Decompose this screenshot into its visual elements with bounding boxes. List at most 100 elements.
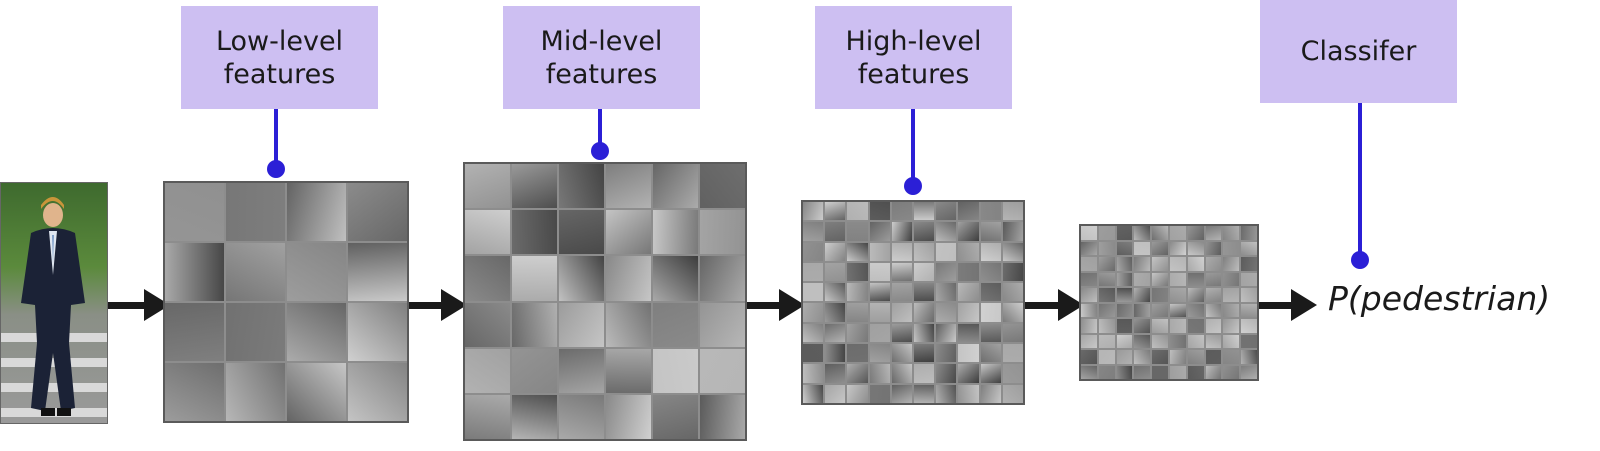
feature-map-tile bbox=[1134, 319, 1151, 333]
feature-map-tile bbox=[869, 202, 890, 221]
feature-map-tile bbox=[1205, 257, 1222, 271]
feature-map-tile bbox=[700, 164, 745, 209]
feature-map-tile bbox=[1187, 350, 1204, 364]
feature-map-tile bbox=[1081, 303, 1097, 317]
feature-map-tile bbox=[980, 202, 1001, 221]
feature-map-tile bbox=[1081, 257, 1097, 271]
feature-map-tile bbox=[287, 303, 346, 361]
feature-map-tile bbox=[958, 222, 979, 241]
feature-map-tile bbox=[606, 348, 651, 393]
feature-map-tile bbox=[936, 283, 957, 302]
feature-map-tile bbox=[1098, 365, 1115, 379]
feature-map-tile bbox=[1187, 257, 1204, 271]
feature-map-tile bbox=[287, 363, 346, 421]
classifier-connector bbox=[1358, 103, 1362, 256]
feature-map-tile bbox=[936, 222, 957, 241]
feature-map-tile bbox=[1187, 226, 1204, 240]
feature-map-tile bbox=[1081, 350, 1097, 364]
top-level-feature-maps bbox=[1079, 224, 1259, 381]
mid-level-features-label: Mid-level features bbox=[503, 6, 700, 109]
high-level-features-label: High-level features bbox=[815, 6, 1012, 109]
feature-map-tile bbox=[936, 242, 957, 261]
arrow-low-to-mid bbox=[409, 289, 467, 321]
feature-map-tile bbox=[1241, 257, 1257, 271]
feature-map-tile bbox=[891, 323, 912, 343]
feature-map-tile bbox=[803, 384, 824, 403]
feature-map-tile bbox=[1134, 365, 1151, 379]
feature-map-tile bbox=[803, 222, 824, 241]
feature-map-tile bbox=[512, 210, 557, 255]
feature-map-tile bbox=[1134, 257, 1151, 271]
feature-map-tile bbox=[1116, 241, 1133, 255]
feature-map-tile bbox=[606, 164, 651, 209]
feature-map-tile bbox=[891, 262, 912, 282]
feature-map-tile bbox=[958, 323, 979, 343]
feature-map-tile bbox=[1002, 222, 1023, 241]
feature-map-tile bbox=[914, 364, 935, 383]
feature-map-tile bbox=[348, 183, 407, 241]
feature-map-tile bbox=[847, 344, 868, 363]
feature-map-tile bbox=[1002, 202, 1023, 221]
mid-level-label-line1: Mid-level bbox=[540, 25, 663, 57]
feature-map-tile bbox=[1170, 257, 1186, 271]
feature-map-tile bbox=[606, 256, 651, 301]
feature-map-tile bbox=[847, 222, 868, 241]
feature-map-tile bbox=[653, 394, 698, 439]
arrow-high-to-next bbox=[1025, 289, 1084, 321]
feature-map-tile bbox=[1134, 288, 1151, 302]
feature-map-tile bbox=[226, 183, 285, 241]
feature-map-tile bbox=[1187, 334, 1204, 348]
feature-map-tile bbox=[936, 384, 957, 403]
low-level-feature-maps bbox=[163, 181, 409, 423]
feature-map-tile bbox=[914, 242, 935, 261]
mid-level-feature-maps bbox=[463, 162, 747, 441]
arrow-to-output bbox=[1259, 289, 1317, 321]
feature-map-tile bbox=[1241, 365, 1257, 379]
feature-map-tile bbox=[653, 210, 698, 255]
feature-map-tile bbox=[847, 242, 868, 261]
feature-map-tile bbox=[1152, 365, 1168, 379]
feature-map-tile bbox=[1116, 319, 1133, 333]
feature-map-tile bbox=[958, 364, 979, 383]
low-level-connector bbox=[274, 109, 278, 167]
feature-map-tile bbox=[653, 256, 698, 301]
feature-map-tile bbox=[1170, 334, 1186, 348]
feature-map-tile bbox=[165, 243, 224, 301]
feature-map-tile bbox=[1170, 303, 1186, 317]
feature-map-tile bbox=[1241, 319, 1257, 333]
feature-map-tile bbox=[512, 394, 557, 439]
feature-map-tile bbox=[1081, 272, 1097, 286]
feature-map-tile bbox=[1170, 241, 1186, 255]
feature-map-tile bbox=[1134, 226, 1151, 240]
feature-map-tile bbox=[1081, 319, 1097, 333]
feature-map-tile bbox=[1134, 303, 1151, 317]
feature-map-tile bbox=[1152, 350, 1168, 364]
feature-map-tile bbox=[980, 384, 1001, 403]
feature-map-tile bbox=[1081, 288, 1097, 302]
feature-map-tile bbox=[1223, 303, 1240, 317]
feature-map-tile bbox=[847, 202, 868, 221]
feature-map-tile bbox=[936, 303, 957, 322]
feature-map-tile bbox=[891, 344, 912, 363]
feature-map-tile bbox=[348, 303, 407, 361]
feature-map-tile bbox=[1152, 288, 1168, 302]
feature-map-tile bbox=[700, 256, 745, 301]
feature-map-tile bbox=[936, 364, 957, 383]
feature-map-tile bbox=[559, 394, 604, 439]
feature-map-tile bbox=[958, 303, 979, 322]
feature-map-tile bbox=[1098, 241, 1115, 255]
feature-map-tile bbox=[1152, 303, 1168, 317]
feature-map-tile bbox=[847, 283, 868, 302]
feature-map-tile bbox=[559, 164, 604, 209]
feature-map-tile bbox=[825, 384, 846, 403]
feature-map-tile bbox=[958, 344, 979, 363]
feature-map-tile bbox=[1152, 226, 1168, 240]
feature-map-tile bbox=[1170, 226, 1186, 240]
arrow-input-to-low bbox=[108, 289, 170, 321]
feature-map-tile bbox=[1002, 384, 1023, 403]
feature-map-tile bbox=[606, 210, 651, 255]
feature-map-tile bbox=[1223, 319, 1240, 333]
high-level-connector bbox=[911, 109, 915, 182]
feature-map-tile bbox=[1152, 257, 1168, 271]
feature-map-tile bbox=[700, 302, 745, 347]
